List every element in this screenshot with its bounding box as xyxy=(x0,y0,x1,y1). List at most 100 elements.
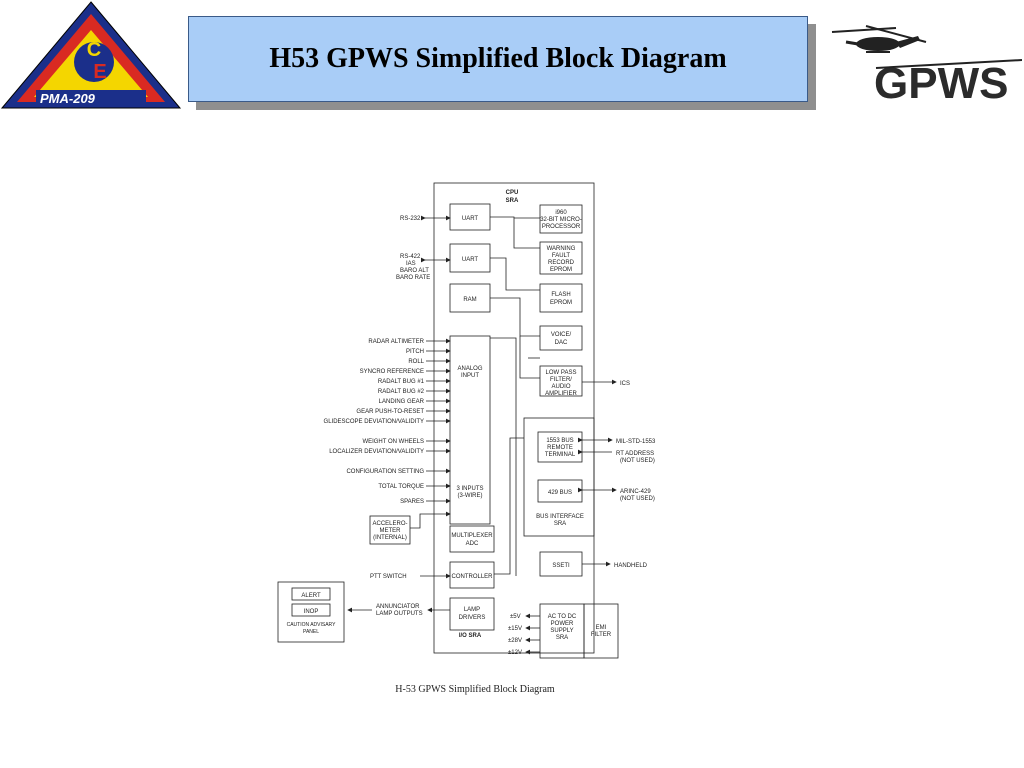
svg-text:POWER: POWER xyxy=(551,621,574,627)
svg-text:RS-232: RS-232 xyxy=(400,216,421,222)
svg-text:FILTER: FILTER xyxy=(591,632,612,638)
svg-text:LANDING GEAR: LANDING GEAR xyxy=(379,399,425,405)
svg-text:CONFIGURATION SETTING: CONFIGURATION SETTING xyxy=(346,469,424,475)
bus-interface-box xyxy=(523,417,595,537)
svg-text:RECORD: RECORD xyxy=(548,260,575,266)
svg-text:PANEL: PANEL xyxy=(303,629,319,635)
svg-text:INOP: INOP xyxy=(304,609,319,615)
accelerometer-box xyxy=(369,515,411,545)
logo-left-text: PMA-209 xyxy=(40,91,96,106)
svg-text:FAULT: FAULT xyxy=(552,253,571,259)
svg-text:FILTER/: FILTER/ xyxy=(550,377,572,383)
svg-text:I/O SRA: I/O SRA xyxy=(459,633,482,639)
lowpass-filter-box xyxy=(539,365,583,397)
svg-text:TERMINAL: TERMINAL xyxy=(545,452,576,458)
svg-text:SPARES: SPARES xyxy=(400,499,424,505)
svg-text:DRIVERS: DRIVERS xyxy=(459,615,486,621)
multiplexer-box xyxy=(449,525,495,553)
processor-box xyxy=(539,204,583,234)
svg-text:AUDIO: AUDIO xyxy=(551,384,570,390)
svg-text:ARINC-429: ARINC-429 xyxy=(620,489,651,495)
svg-text:BARO ALT: BARO ALT xyxy=(400,268,429,274)
svg-text:CPU: CPU xyxy=(506,190,519,196)
voice-dac-box xyxy=(539,325,583,351)
svg-text:SSETI: SSETI xyxy=(552,563,570,569)
svg-text:ROLL: ROLL xyxy=(408,359,424,365)
svg-text:3 INPUTS: 3 INPUTS xyxy=(456,486,483,492)
svg-text:±5V: ±5V xyxy=(510,614,521,620)
svg-text:UART: UART xyxy=(462,257,479,263)
svg-text:±15V: ±15V xyxy=(508,626,522,632)
svg-text:GEAR PUSH-TO-RESET: GEAR PUSH-TO-RESET xyxy=(356,409,424,415)
svg-text:E: E xyxy=(93,61,106,83)
svg-text:BUS INTERFACE: BUS INTERFACE xyxy=(536,514,584,520)
svg-text:SRA: SRA xyxy=(554,521,566,527)
svg-text:EPROM: EPROM xyxy=(550,300,572,306)
svg-text:RADALT BUG #1: RADALT BUG #1 xyxy=(378,379,425,385)
svg-text:CAUTION ADVISARY: CAUTION ADVISARY xyxy=(287,622,336,628)
warning-eprom-box xyxy=(539,241,583,275)
svg-text:429 BUS: 429 BUS xyxy=(548,490,572,496)
svg-text:SRA: SRA xyxy=(556,635,568,641)
block-diagram: CPU SRA UART UART RAM i960 32-BIT MICRO-… xyxy=(270,178,690,703)
pma-209-logo: C E PMA-209 xyxy=(0,0,182,117)
analog-input-box xyxy=(449,335,491,525)
svg-text:SUPPLY: SUPPLY xyxy=(550,628,573,634)
svg-text:i960: i960 xyxy=(555,210,567,216)
svg-text:WARNING: WARNING xyxy=(547,246,576,252)
svg-text:LAMP OUTPUTS: LAMP OUTPUTS xyxy=(376,611,423,617)
svg-text:C: C xyxy=(87,39,101,61)
svg-text:CONTROLLER: CONTROLLER xyxy=(451,574,493,580)
svg-text:FLASH: FLASH xyxy=(551,292,570,298)
svg-text:(3-WIRE): (3-WIRE) xyxy=(458,493,483,499)
title-box: H53 GPWS Simplified Block Diagram xyxy=(188,16,808,102)
svg-text:VOICE/: VOICE/ xyxy=(551,332,572,338)
svg-text:ADC: ADC xyxy=(466,541,479,547)
svg-text:DAC: DAC xyxy=(555,340,568,346)
svg-text:ALERT: ALERT xyxy=(301,593,321,599)
emi-filter-box xyxy=(583,603,619,659)
analog-input-labels: RADAR ALTIMETER PITCH ROLL SYNCRO REFERE… xyxy=(324,339,425,505)
svg-text:WEIGHT ON WHEELS: WEIGHT ON WHEELS xyxy=(362,439,424,445)
svg-text:(NOT USED): (NOT USED) xyxy=(620,458,655,464)
svg-text:PROCESSOR: PROCESSOR xyxy=(542,224,581,230)
svg-text:LOCALIZER DEVIATION/VALIDITY: LOCALIZER DEVIATION/VALIDITY xyxy=(329,449,424,455)
page-title: H53 GPWS Simplified Block Diagram xyxy=(269,43,727,74)
svg-text:1553 BUS: 1553 BUS xyxy=(546,438,573,444)
svg-text:EPROM: EPROM xyxy=(550,267,572,273)
svg-text:(INTERNAL): (INTERNAL) xyxy=(373,535,407,541)
alert-lamp xyxy=(291,587,331,601)
svg-text:RADAR ALTIMETER: RADAR ALTIMETER xyxy=(368,339,424,345)
svg-text:RT ADDRESS: RT ADDRESS xyxy=(616,451,654,457)
svg-text:TOTAL TORQUE: TOTAL TORQUE xyxy=(378,484,424,490)
svg-text:HANDHELD: HANDHELD xyxy=(614,563,648,569)
svg-text:SYNCRO REFERENCE: SYNCRO REFERENCE xyxy=(360,369,424,375)
caution-panel-box xyxy=(277,581,345,643)
svg-text:ACCELERO-: ACCELERO- xyxy=(372,521,407,527)
svg-text:RS-422: RS-422 xyxy=(400,254,421,260)
svg-text:REMOTE: REMOTE xyxy=(547,445,573,451)
svg-text:LAMP: LAMP xyxy=(464,607,480,613)
svg-text:MULTIPLEXER: MULTIPLEXER xyxy=(451,533,493,539)
svg-text:IAS: IAS xyxy=(406,261,416,267)
svg-text:SRA: SRA xyxy=(506,198,519,204)
inop-lamp xyxy=(291,603,331,617)
svg-text:INPUT: INPUT xyxy=(461,373,479,379)
svg-text:UART: UART xyxy=(462,216,479,222)
lamp-drivers-box xyxy=(449,597,495,631)
svg-text:RADALT BUG #2: RADALT BUG #2 xyxy=(378,389,425,395)
svg-text:±28V: ±28V xyxy=(508,638,522,644)
svg-text:BARO RATE: BARO RATE xyxy=(396,275,430,281)
svg-text:GLIDESCOPE DEVIATION/VALIDITY: GLIDESCOPE DEVIATION/VALIDITY xyxy=(324,419,424,425)
svg-text:PITCH: PITCH xyxy=(406,349,424,355)
svg-text:EMI: EMI xyxy=(596,625,607,631)
svg-text:AC TO DC: AC TO DC xyxy=(548,614,577,620)
svg-text:AMPLIFIER: AMPLIFIER xyxy=(545,391,577,397)
svg-text:RAM: RAM xyxy=(463,297,476,303)
bus-1553-box xyxy=(537,431,583,463)
svg-text:PTT SWITCH: PTT SWITCH xyxy=(370,574,407,580)
svg-text:LOW PASS: LOW PASS xyxy=(546,370,577,376)
svg-text:ANALOG: ANALOG xyxy=(457,366,482,372)
diagram-caption: H-53 GPWS Simplified Block Diagram xyxy=(395,684,555,695)
svg-text:ANNUNCIATOR: ANNUNCIATOR xyxy=(376,604,420,610)
